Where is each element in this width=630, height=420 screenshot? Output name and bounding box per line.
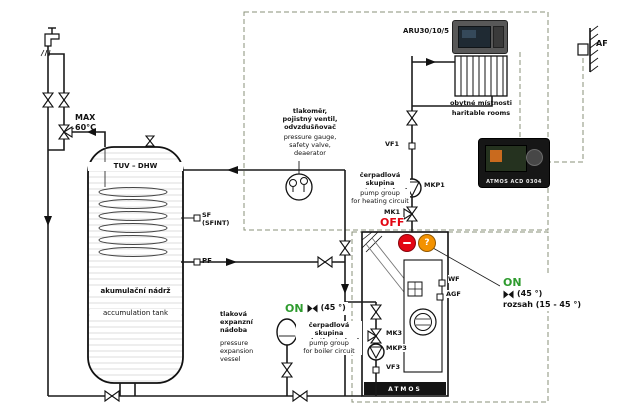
boiler-brand-band: [364, 382, 446, 395]
valve-icon: [307, 304, 318, 313]
rooms-label-cz: obytné místnosti: [449, 99, 513, 107]
gauge-group-icon: [285, 173, 313, 201]
tank-top-label: TUV – DHW: [88, 162, 183, 171]
sensor-wells: [193, 142, 446, 374]
valves: [41, 92, 419, 403]
on-setting-note: ON (45 °) rozsah (15 - 45 °): [500, 276, 584, 311]
flow-arrows: [44, 58, 436, 294]
dhw-coil-icon: [98, 148, 168, 257]
tank-name-en: accumulation tank: [90, 309, 181, 318]
room-unit-device: [452, 20, 508, 54]
room-unit-buttons: [493, 26, 504, 48]
sf-sensor-label: SF (SFINT): [202, 211, 230, 228]
boiler-pump-group-label-en: pump group for boiler circuit: [296, 339, 362, 356]
vf3-label: VF3: [386, 363, 400, 372]
mkp1-label: MKP1: [424, 181, 445, 190]
mkp3-label: MKP3: [386, 344, 407, 353]
room-unit-label: ARU30/10/5: [403, 27, 449, 35]
controller-screen: [485, 145, 527, 172]
tank-name-cz: akumulační nádrž: [90, 287, 181, 296]
knob-question-icon: ?: [418, 234, 436, 252]
controller-device: ATMOS ACD 0304: [478, 138, 550, 188]
mk1-label: MK1: [384, 208, 401, 217]
angle-label: (45 °): [517, 289, 543, 299]
on-label: ON: [503, 276, 522, 289]
expansion-label-en: pressure expansion vessel: [220, 339, 254, 364]
wf-label: WF: [448, 275, 460, 284]
gauge-group-label-cz: tlakoměr, pojistný ventil, odvzdušňovač: [282, 107, 338, 132]
rooms-label-en: haritable rooms: [451, 109, 511, 117]
tap-icon: [40, 27, 60, 57]
knob-off-icon: [398, 234, 416, 252]
off-label: OFF: [380, 216, 405, 229]
controller-label: ATMOS ACD 0304: [486, 179, 542, 185]
valve-icon: [503, 290, 514, 299]
boiler-brand-label: ATMOS: [388, 386, 422, 393]
max-temp-label: MAX 60°C: [75, 113, 97, 132]
pf-sensor-label: PF: [202, 257, 212, 265]
agf-label: AGF: [446, 290, 461, 299]
mixing-valve-mk1-icon: [403, 206, 419, 222]
accumulation-tank: [87, 146, 184, 384]
zone-boundaries: [243, 11, 584, 403]
mixing-valve-mk3-icon: [367, 328, 383, 344]
controller-knob: [526, 149, 543, 166]
angle-label: (45 °): [320, 303, 346, 313]
expansion-vessel-icon: [276, 318, 298, 346]
outdoor-wall: [577, 25, 599, 73]
mk3-label: MK3: [386, 329, 403, 338]
outdoor-sensor-icon: [577, 43, 589, 56]
on-note-leader: [432, 247, 501, 287]
radiator: [454, 55, 508, 97]
boiler-circuit-on-note: ON (45 °): [283, 302, 348, 315]
outdoor-sensor-label: AF: [596, 39, 608, 48]
gauge-group-label-en: pressure gauge, safety valve, deaerator: [283, 133, 337, 158]
on-label: ON: [285, 302, 304, 315]
mixing-valve-dhw-icon: [57, 124, 73, 140]
room-unit-screen: [458, 26, 491, 48]
question-mark: ?: [424, 238, 430, 248]
vf1-label: VF1: [385, 140, 399, 149]
range-label: rozsah (15 - 45 °): [503, 300, 581, 309]
expansion-label-cz: tlaková expanzní nádoba: [220, 310, 253, 335]
heating-pump-group-label-en: pump group for heating circuit: [350, 189, 410, 206]
pump-mkp3-icon: [367, 343, 385, 361]
minus-icon: [403, 241, 411, 245]
